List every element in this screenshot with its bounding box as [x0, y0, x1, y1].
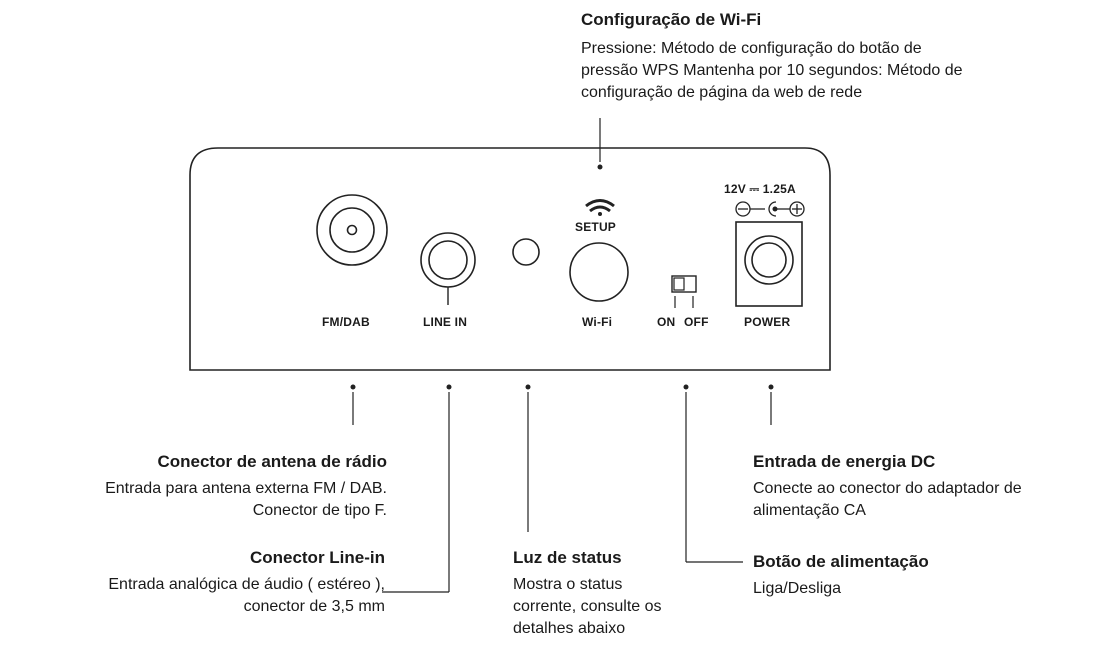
- status-callout-line: Mostra o status: [513, 576, 623, 593]
- wifi-config-description: Pressione: Método de configuração do bot…: [581, 38, 1091, 104]
- line-in-callout-title: Conector Line-in: [249, 548, 385, 567]
- dc-input-callout-title: Entrada de energia DC: [753, 452, 936, 471]
- wifi-config-title: Configuração de Wi-Fi: [581, 10, 762, 29]
- status-led-graphic: [512, 238, 540, 266]
- panel-outline: [189, 147, 831, 371]
- power-label: POWER: [744, 315, 791, 329]
- dc-input-callout: Entrada de energia DC Conecte ao conecto…: [753, 452, 1103, 522]
- antenna-callout-title: Conector de antena de rádio: [157, 452, 387, 471]
- off-label: OFF: [684, 315, 709, 329]
- antenna-callout: Conector de antena de rádio Entrada para…: [0, 452, 387, 522]
- power-button-callout: Botão de alimentação Liga/Desliga: [753, 552, 1053, 600]
- dc-power-jack-graphic: [735, 221, 803, 307]
- antenna-callout-line: Conector de tipo F.: [252, 502, 387, 519]
- on-label: ON: [657, 315, 676, 329]
- power-rating-label: 12V ⎓ 1.25A: [724, 182, 796, 196]
- wifi-config-line: pressão WPS Mantenha por 10 segundos: Mé…: [581, 62, 963, 79]
- setup-label: SETUP: [575, 220, 617, 234]
- line-in-label: LINE IN: [423, 315, 468, 329]
- fm-dab-label: FM/DAB: [322, 315, 370, 329]
- fm-dab-connector-graphic: [316, 194, 388, 266]
- antenna-callout-line: Entrada para antena externa FM / DAB.: [105, 480, 387, 497]
- wifi-config-line: Pressione: Método de configuração do bot…: [581, 40, 922, 57]
- wifi-setup-button-graphic: [569, 199, 629, 302]
- line-in-callout: Conector Line-in Entrada analógica de áu…: [0, 548, 385, 618]
- status-callout: Luz de status Mostra o status corrente, …: [513, 548, 713, 640]
- dc-input-callout-line: Conecte ao conector do adaptador de: [753, 480, 1022, 497]
- callout-leaders: [350, 384, 774, 593]
- line-in-callout-line: Entrada analógica de áudio ( estéreo ),: [108, 576, 385, 593]
- power-switch-graphic: [671, 275, 697, 308]
- power-button-callout-title: Botão de alimentação: [753, 552, 929, 571]
- status-callout-title: Luz de status: [513, 548, 622, 567]
- status-callout-line: corrente, consulte os: [513, 598, 662, 615]
- wifi-label: Wi-Fi: [582, 315, 613, 329]
- wifi-config-line: configuração de página da web de rede: [581, 84, 863, 101]
- line-in-callout-line: conector de 3,5 mm: [243, 598, 385, 615]
- polarity-symbol: [735, 201, 805, 217]
- status-callout-line: detalhes abaixo: [513, 620, 626, 637]
- power-button-callout-line: Liga/Desliga: [753, 580, 842, 597]
- line-in-connector-graphic: [420, 232, 476, 305]
- dc-input-callout-line: alimentação CA: [753, 502, 866, 519]
